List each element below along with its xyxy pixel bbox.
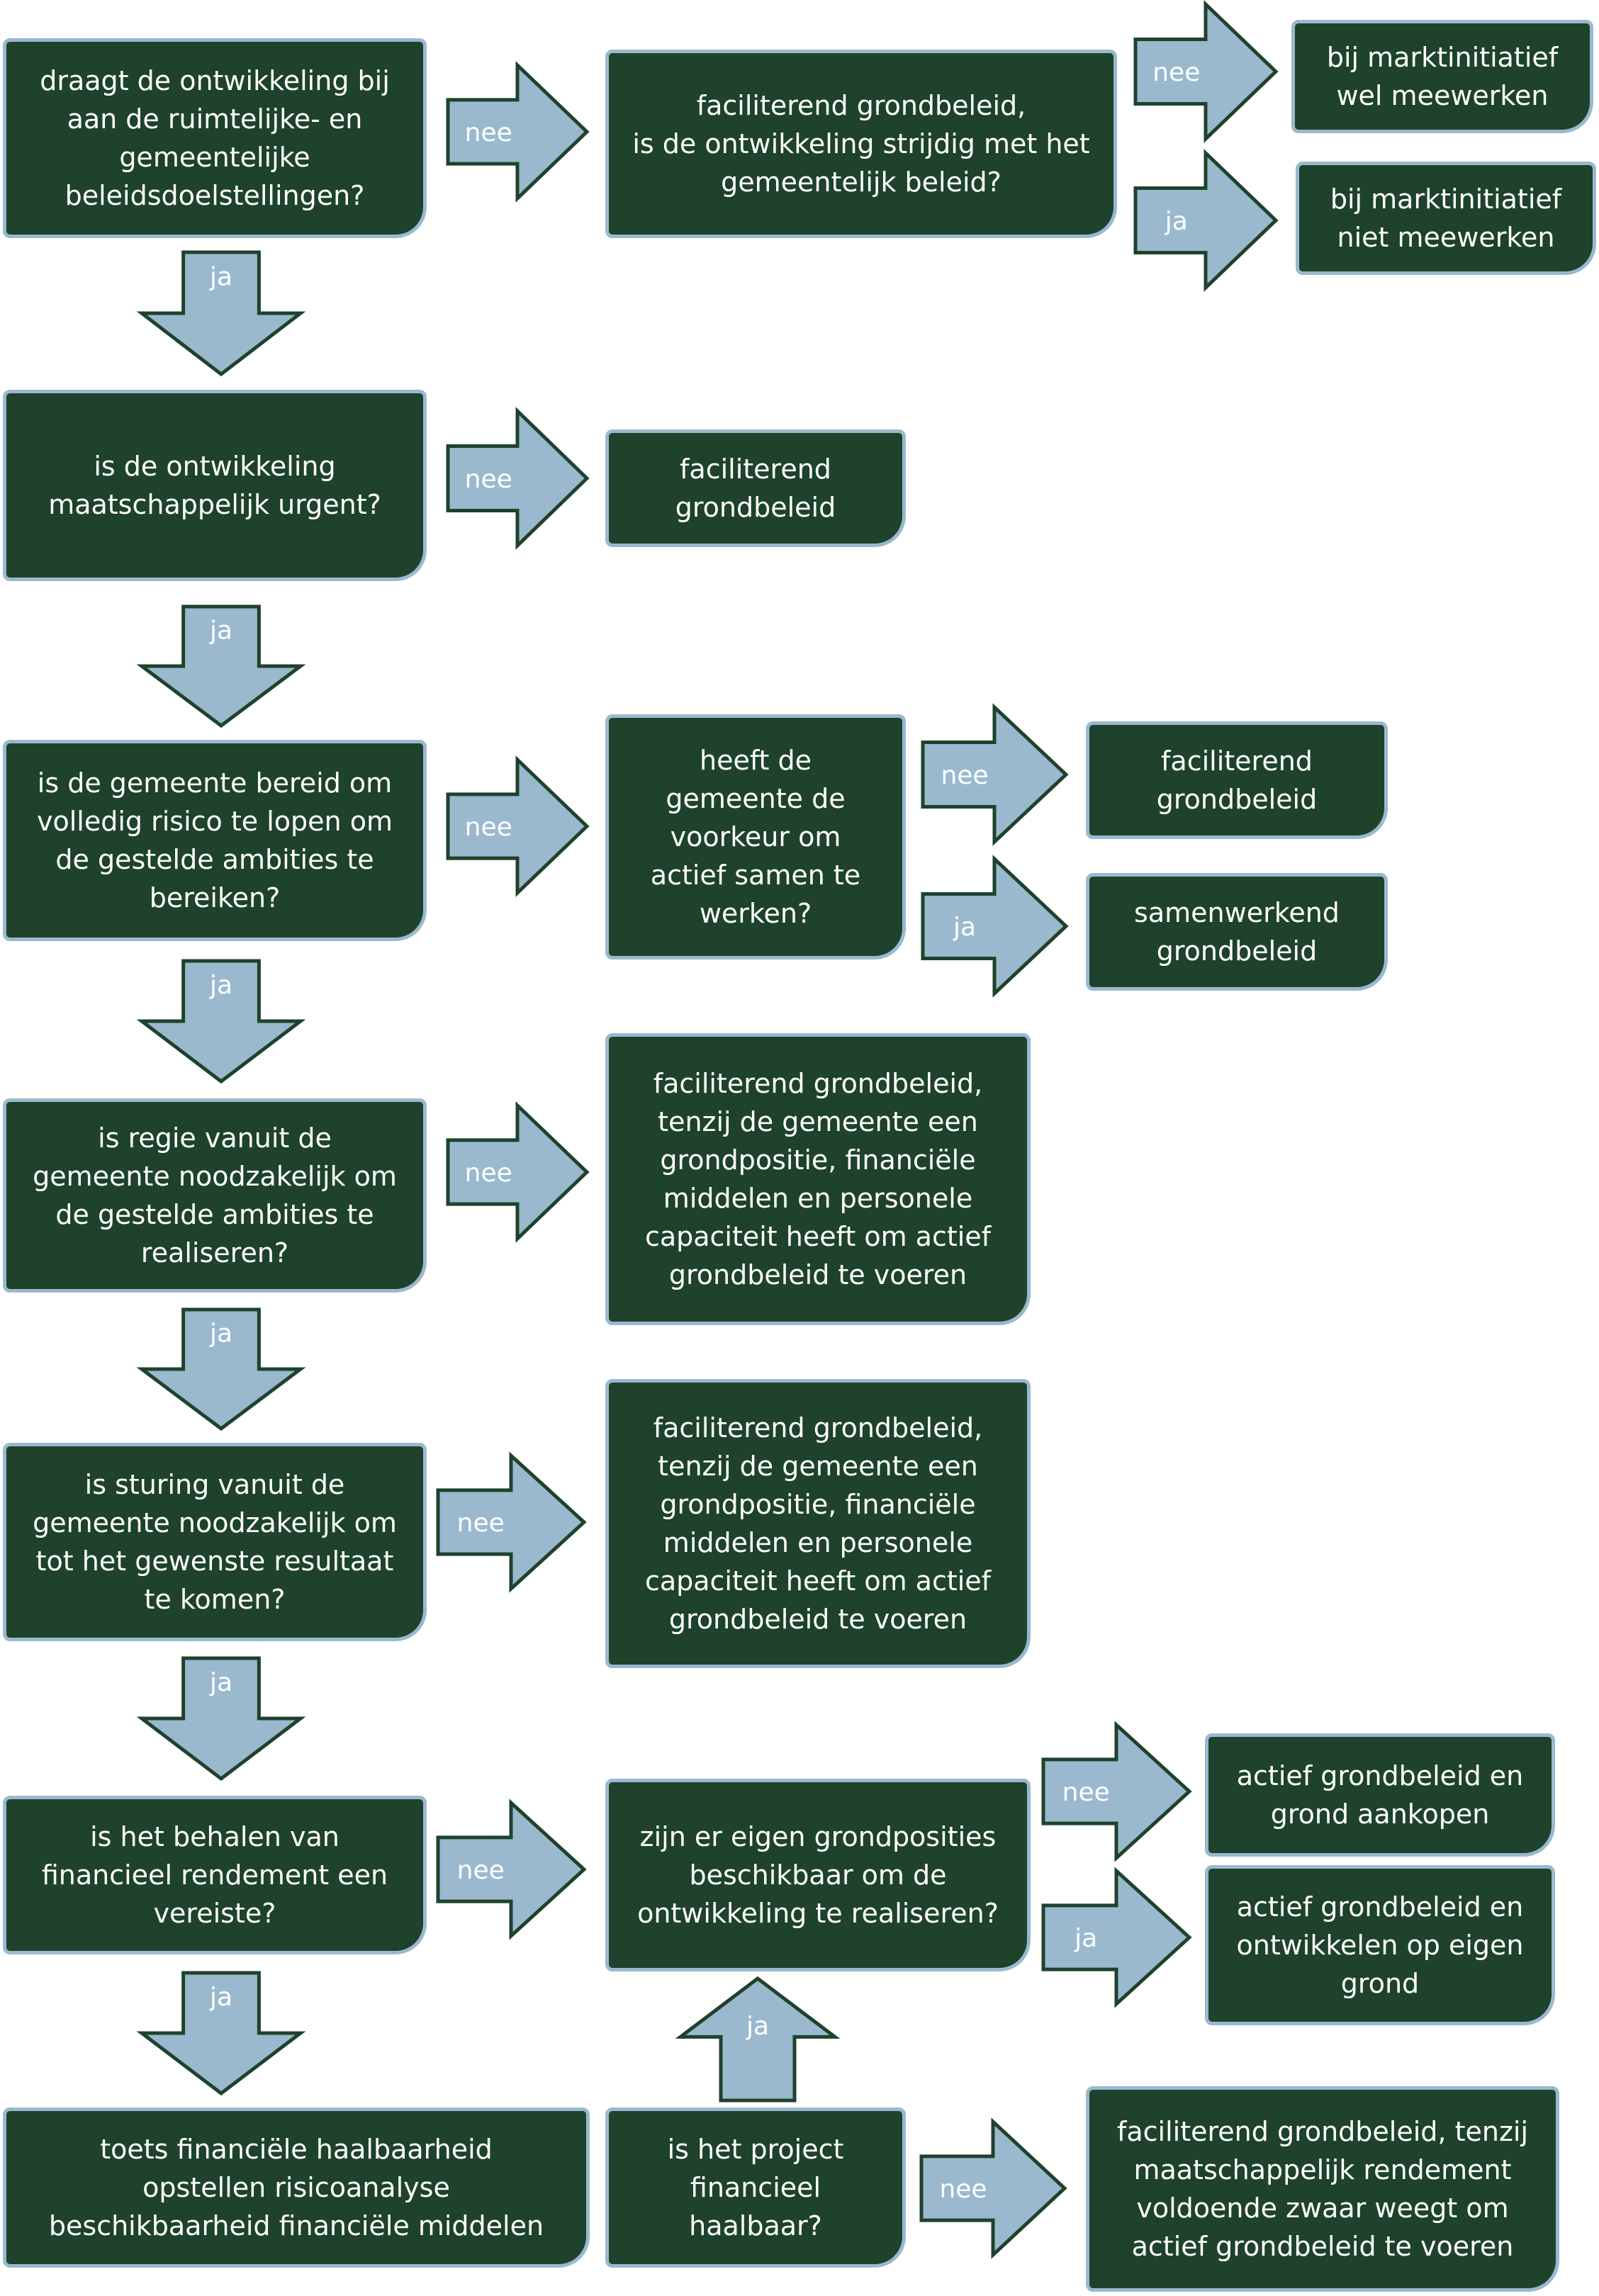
arrow-q3-no-yes-shape [921,855,1069,998]
question-direction-needed: is regie vanuit de gemeente noodzakelijk… [3,1098,427,1293]
arrow-q2-yes: ja [136,604,306,728]
arrow-q1-no-no: nee [1133,0,1279,143]
result-facilitating-conflict-question: faciliterend grondbeleid, is de ontwikke… [605,50,1117,238]
arrow-q5-yes-label: ja [209,1668,232,1697]
result-active-develop-own-land: actief grondbeleid en ontwikkelen op eig… [1205,1865,1555,2025]
question-active-cooperation: heeft de gemeente de voorkeur om actief … [605,714,906,960]
question-project-feasible: is het project financieel haalbaar? [605,2108,906,2268]
arrow-q8-no: nee [919,2117,1067,2259]
arrow-q4-no-shape [446,1101,590,1243]
arrow-q6-no-yes-shape [1041,1867,1192,2008]
arrow-q8-yes-label: ja [746,2012,769,2041]
arrow-q8-yes: ja [675,1976,841,2103]
arrow-q1-no-label: nee [465,118,512,147]
arrow-q3-yes-shape [136,959,306,1084]
arrow-q2-no-label: nee [465,465,512,494]
arrow-q5-no: nee [436,1451,587,1593]
arrow-q8-no-shape [919,2117,1067,2259]
arrow-q5-yes-shape [136,1656,306,1782]
arrow-q5-no-label: nee [457,1509,505,1538]
result-facilitating-unless-2: faciliterend grondbeleid, tenzij de geme… [605,1379,1031,1668]
arrow-q6-no-no-label: nee [1062,1778,1110,1807]
result-facilitating-2: faciliterend grondbeleid [1086,721,1388,839]
arrow-q8-yes-shape [675,1976,841,2103]
arrow-q1-no-no-label: nee [1152,58,1200,87]
arrow-q6-no-no-shape [1041,1721,1192,1862]
arrow-q3-no-no-label: nee [941,761,988,790]
arrow-q3-yes-label: ja [209,971,232,1000]
arrow-q3-no: nee [446,755,590,897]
arrow-q2-yes-label: ja [209,616,232,645]
result-cooperative-policy: samenwerkend grondbeleid [1086,873,1388,991]
arrow-q3-no-no: nee [921,703,1069,846]
arrow-q6-yes-shape [136,1971,306,2096]
result-active-buy-land: actief grondbeleid en grond aankopen [1205,1733,1555,1857]
arrow-q1-yes-label: ja [209,262,232,291]
result-facilitating-unless-social-return: faciliterend grondbeleid, tenzij maatsch… [1086,2086,1559,2292]
arrow-q5-no-shape [436,1451,587,1593]
arrow-q4-yes-shape [136,1307,306,1431]
arrow-q2-yes-shape [136,604,306,728]
result-not-cooperate-market-initiative: bij marktinitiatief niet meewerken [1296,162,1596,275]
arrow-q2-no: nee [446,407,590,550]
question-financial-return: is het behalen van financieel rendement … [3,1796,427,1954]
arrow-q3-yes: ja [136,959,306,1084]
question-steering-needed: is sturing vanuit de gemeente noodzakeli… [3,1443,427,1641]
question-policy-goals: draagt de ontwikkeling bij aan de ruimte… [3,38,427,238]
result-facilitating-1: faciliterend grondbeleid [605,429,906,547]
question-own-land-positions: zijn er eigen grondposities beschikbaar … [605,1779,1031,1971]
arrow-q6-no-yes-label: ja [1074,1924,1097,1953]
question-full-risk: is de gemeente bereid om volledig risico… [3,740,427,941]
arrow-q6-no-no: nee [1041,1721,1192,1862]
result-cooperate-market-initiative: bij marktinitiatief wel meewerken [1291,20,1593,133]
arrow-q4-no: nee [446,1101,590,1243]
arrow-q1-no-yes-label: ja [1165,207,1188,236]
action-financial-feasibility-test: toets financiële haalbaarheid opstellen … [3,2108,590,2268]
arrow-q3-no-no-shape [921,703,1069,846]
arrow-q6-no: nee [436,1799,587,1940]
arrow-q1-yes-shape [136,250,306,377]
arrow-q2-no-shape [446,407,590,550]
arrow-q3-no-yes-label: ja [953,913,976,942]
arrow-q6-no-label: nee [457,1856,505,1885]
arrow-q1-no-shape [446,61,590,203]
arrow-q3-no-shape [446,755,590,897]
arrow-q4-no-label: nee [465,1159,512,1188]
arrow-q1-no-yes: ja [1133,149,1279,292]
arrow-q1-no: nee [446,61,590,203]
arrow-q4-yes-label: ja [209,1319,232,1348]
arrow-q1-yes: ja [136,250,306,377]
arrow-q8-no-label: nee [939,2175,987,2204]
question-social-urgency: is de ontwikkeling maatschappelijk urgen… [3,390,427,581]
arrow-q6-yes: ja [136,1971,306,2096]
result-facilitating-unless-1: faciliterend grondbeleid, tenzij de geme… [605,1033,1031,1325]
arrow-q6-yes-label: ja [209,1983,232,2012]
arrow-q5-yes: ja [136,1656,306,1782]
arrow-q6-no-yes: ja [1041,1867,1192,2008]
arrow-q3-no-label: nee [465,813,512,842]
arrow-q1-no-no-shape [1133,0,1279,143]
arrow-q6-no-shape [436,1799,587,1940]
arrow-q3-no-yes: ja [921,855,1069,998]
arrow-q4-yes: ja [136,1307,306,1431]
arrow-q1-no-yes-shape [1133,149,1279,292]
